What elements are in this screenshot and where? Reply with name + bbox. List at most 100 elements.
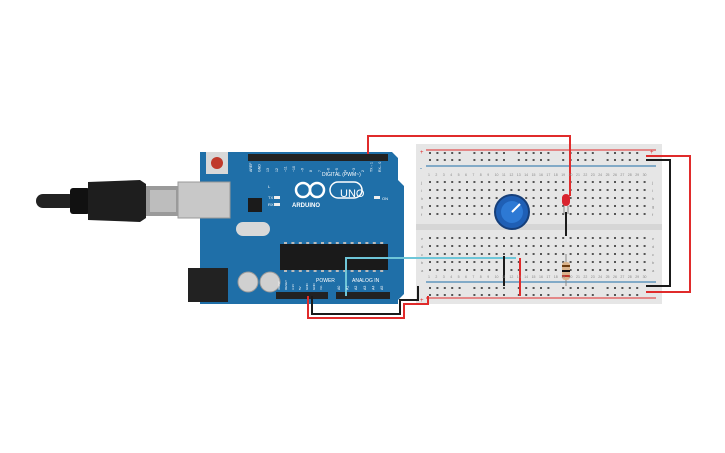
rail-hole[interactable] (614, 294, 616, 296)
terminal-hole[interactable] (628, 213, 631, 215)
terminal-hole[interactable] (532, 205, 535, 207)
terminal-hole[interactable] (562, 237, 565, 239)
rail-hole[interactable] (532, 159, 535, 161)
terminal-hole[interactable] (503, 189, 505, 191)
terminal-hole[interactable] (591, 237, 594, 239)
terminal-hole[interactable] (606, 189, 609, 191)
rail-hole[interactable] (517, 159, 520, 161)
terminal-hole[interactable] (636, 197, 639, 199)
terminal-hole[interactable] (606, 181, 609, 183)
terminal-hole[interactable] (577, 213, 579, 215)
terminal-hole[interactable] (429, 181, 431, 183)
rail-hole[interactable] (584, 287, 587, 289)
terminal-hole[interactable] (614, 197, 616, 199)
terminal-hole[interactable] (480, 269, 483, 271)
rail-hole[interactable] (473, 294, 476, 296)
terminal-hole[interactable] (628, 237, 631, 239)
terminal-hole[interactable] (510, 181, 513, 183)
terminal-hole[interactable] (636, 245, 639, 247)
terminal-hole[interactable] (554, 269, 557, 271)
terminal-hole[interactable] (525, 237, 528, 239)
terminal-hole[interactable] (554, 245, 557, 247)
terminal-hole[interactable] (554, 261, 557, 263)
terminal-hole[interactable] (495, 269, 498, 271)
terminal-hole[interactable] (525, 245, 528, 247)
terminal-hole[interactable] (436, 261, 439, 263)
terminal-hole[interactable] (643, 245, 646, 247)
terminal-hole[interactable] (599, 269, 602, 271)
terminal-hole[interactable] (621, 205, 624, 207)
terminal-hole[interactable] (547, 213, 550, 215)
rail-hole[interactable] (436, 152, 439, 154)
terminal-hole[interactable] (547, 237, 550, 239)
terminal-hole[interactable] (466, 269, 468, 271)
terminal-hole[interactable] (606, 253, 609, 255)
rail-hole[interactable] (451, 152, 454, 154)
terminal-hole[interactable] (495, 245, 498, 247)
rail-hole[interactable] (525, 159, 528, 161)
terminal-hole[interactable] (503, 245, 505, 247)
terminal-hole[interactable] (562, 213, 565, 215)
terminal-hole[interactable] (458, 237, 461, 239)
rail-hole[interactable] (443, 287, 446, 289)
terminal-hole[interactable] (643, 269, 646, 271)
terminal-hole[interactable] (495, 197, 498, 199)
terminal-hole[interactable] (606, 205, 609, 207)
rail-hole[interactable] (621, 287, 624, 289)
terminal-hole[interactable] (614, 253, 616, 255)
terminal-hole[interactable] (584, 261, 587, 263)
terminal-hole[interactable] (429, 253, 431, 255)
rail-hole[interactable] (636, 287, 639, 289)
terminal-hole[interactable] (606, 213, 609, 215)
terminal-hole[interactable] (636, 213, 639, 215)
terminal-hole[interactable] (525, 181, 528, 183)
terminal-hole[interactable] (628, 261, 631, 263)
terminal-hole[interactable] (517, 261, 520, 263)
terminal-hole[interactable] (540, 189, 542, 191)
terminal-hole[interactable] (643, 181, 646, 183)
terminal-hole[interactable] (540, 261, 542, 263)
terminal-hole[interactable] (584, 213, 587, 215)
terminal-hole[interactable] (488, 197, 491, 199)
terminal-hole[interactable] (584, 205, 587, 207)
terminal-hole[interactable] (436, 189, 439, 191)
terminal-hole[interactable] (577, 245, 579, 247)
terminal-hole[interactable] (628, 181, 631, 183)
terminal-hole[interactable] (584, 189, 587, 191)
terminal-hole[interactable] (577, 205, 579, 207)
terminal-hole[interactable] (480, 253, 483, 255)
terminal-hole[interactable] (562, 205, 565, 207)
terminal-hole[interactable] (473, 237, 476, 239)
terminal-hole[interactable] (599, 189, 602, 191)
terminal-hole[interactable] (636, 205, 639, 207)
rail-hole[interactable] (591, 159, 594, 161)
terminal-hole[interactable] (458, 253, 461, 255)
rail-hole[interactable] (636, 294, 639, 296)
rail-hole[interactable] (473, 159, 476, 161)
terminal-hole[interactable] (525, 261, 528, 263)
terminal-hole[interactable] (562, 245, 565, 247)
terminal-hole[interactable] (503, 237, 505, 239)
terminal-hole[interactable] (466, 197, 468, 199)
terminal-hole[interactable] (547, 245, 550, 247)
terminal-hole[interactable] (473, 253, 476, 255)
terminal-hole[interactable] (480, 197, 483, 199)
rail-hole[interactable] (503, 287, 505, 289)
terminal-hole[interactable] (636, 253, 639, 255)
terminal-hole[interactable] (621, 213, 624, 215)
terminal-hole[interactable] (436, 213, 439, 215)
terminal-hole[interactable] (495, 253, 498, 255)
terminal-hole[interactable] (510, 253, 513, 255)
rail-hole[interactable] (614, 159, 616, 161)
terminal-hole[interactable] (525, 253, 528, 255)
terminal-hole[interactable] (540, 245, 542, 247)
terminal-hole[interactable] (636, 237, 639, 239)
terminal-hole[interactable] (584, 253, 587, 255)
terminal-hole[interactable] (584, 197, 587, 199)
rail-hole[interactable] (628, 152, 631, 154)
terminal-hole[interactable] (495, 181, 498, 183)
terminal-hole[interactable] (473, 197, 476, 199)
terminal-hole[interactable] (466, 245, 468, 247)
terminal-hole[interactable] (458, 245, 461, 247)
terminal-hole[interactable] (562, 181, 565, 183)
